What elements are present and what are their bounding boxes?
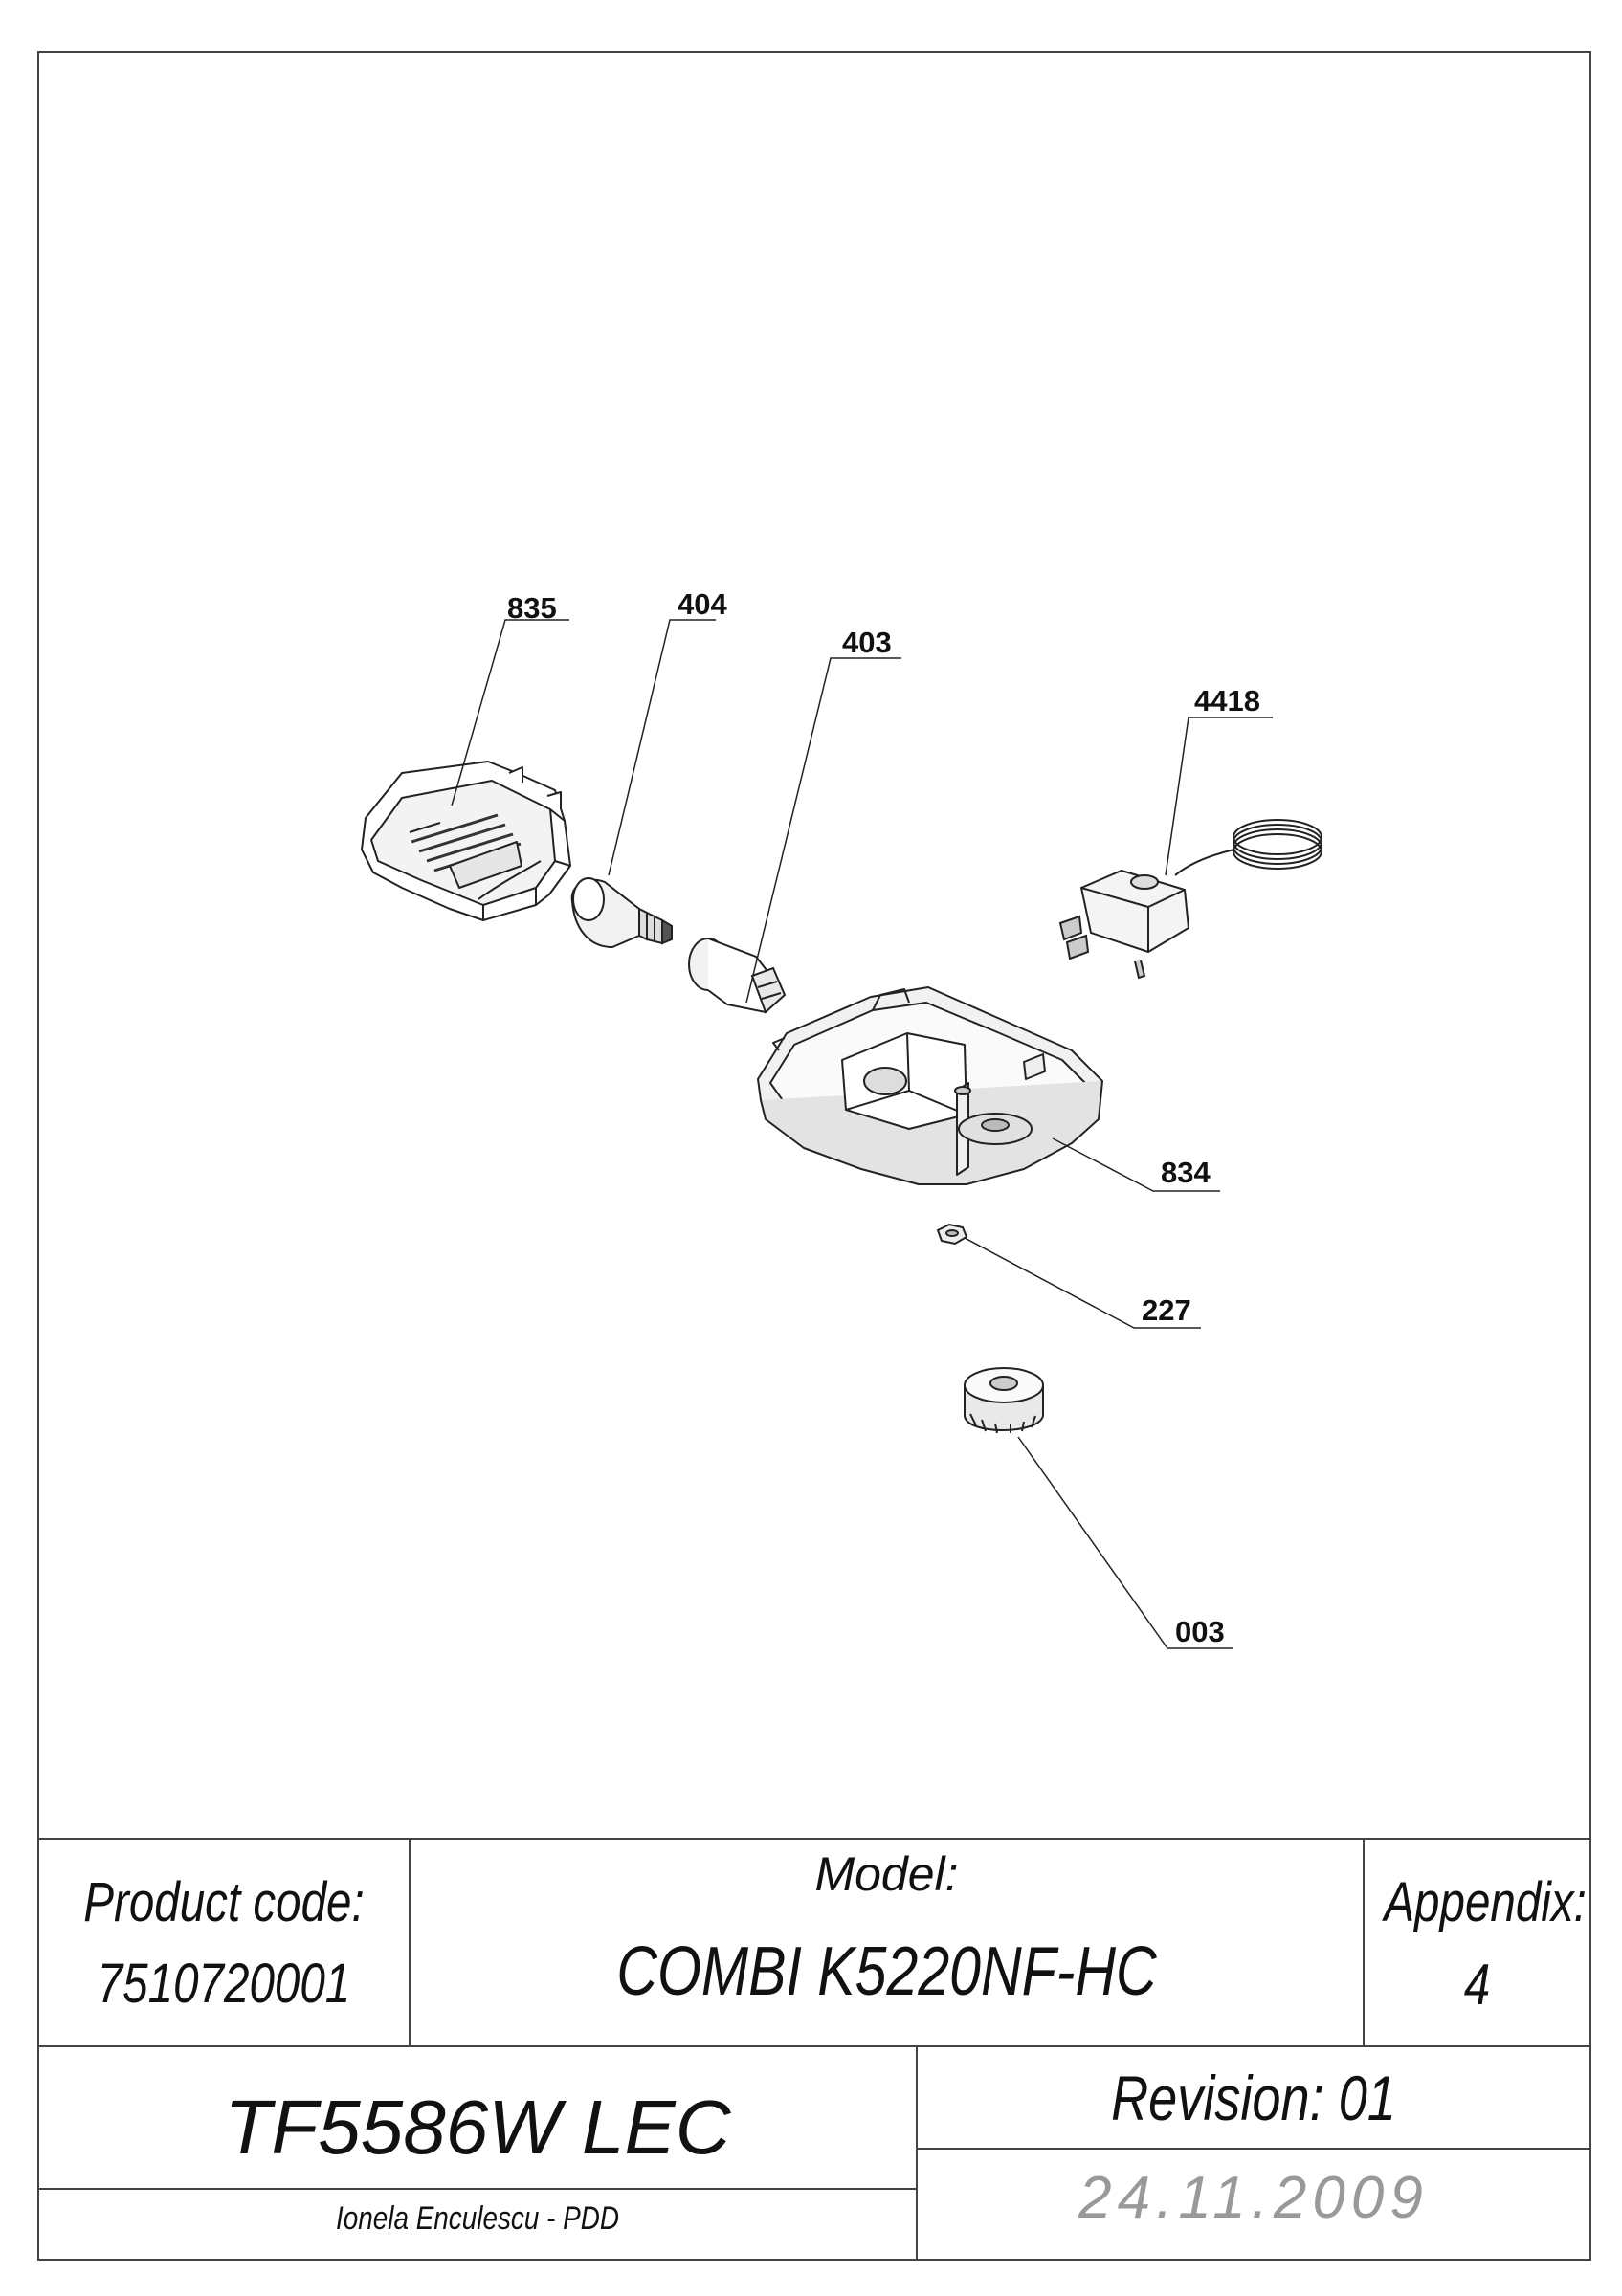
appendix-value: 4: [1463, 1953, 1491, 2017]
revision: Revision: 01: [1111, 2063, 1396, 2133]
drawing-name: TF5586W LEC: [224, 2085, 731, 2170]
part-003-knob: [964, 1367, 1044, 1434]
callout-4418: 4418: [1194, 684, 1260, 718]
model-label: Model:: [814, 1847, 959, 1901]
callout-227: 227: [1142, 1293, 1191, 1327]
product-code-label: Product code:: [83, 1871, 365, 1933]
callout-003: 003: [1175, 1615, 1225, 1648]
product-code-value: 7510720001: [97, 1953, 351, 2015]
callout-834: 834: [1161, 1156, 1211, 1189]
part-4418-thermostat: [1058, 819, 1322, 980]
part-403-lamp-holder: [688, 938, 787, 1014]
model-value: COMBI K5220NF-HC: [616, 1933, 1157, 2010]
part-227-nut: [936, 1223, 968, 1246]
leader-lines: [451, 619, 1273, 1649]
callout-835: 835: [507, 591, 557, 625]
title-block-grid: [38, 1838, 1590, 2260]
part-404-bulb: [570, 877, 673, 949]
appendix-label: Appendix:: [1384, 1871, 1587, 1933]
part-835-tray: [361, 761, 571, 921]
callout-404: 404: [678, 587, 727, 621]
callout-403: 403: [842, 626, 892, 659]
drawing-border: [37, 51, 1591, 2261]
part-834-housing: [757, 986, 1103, 1185]
date: 24.11.2009: [1078, 2165, 1429, 2231]
author: Ionela Enculescu - PDD: [336, 2200, 619, 2237]
